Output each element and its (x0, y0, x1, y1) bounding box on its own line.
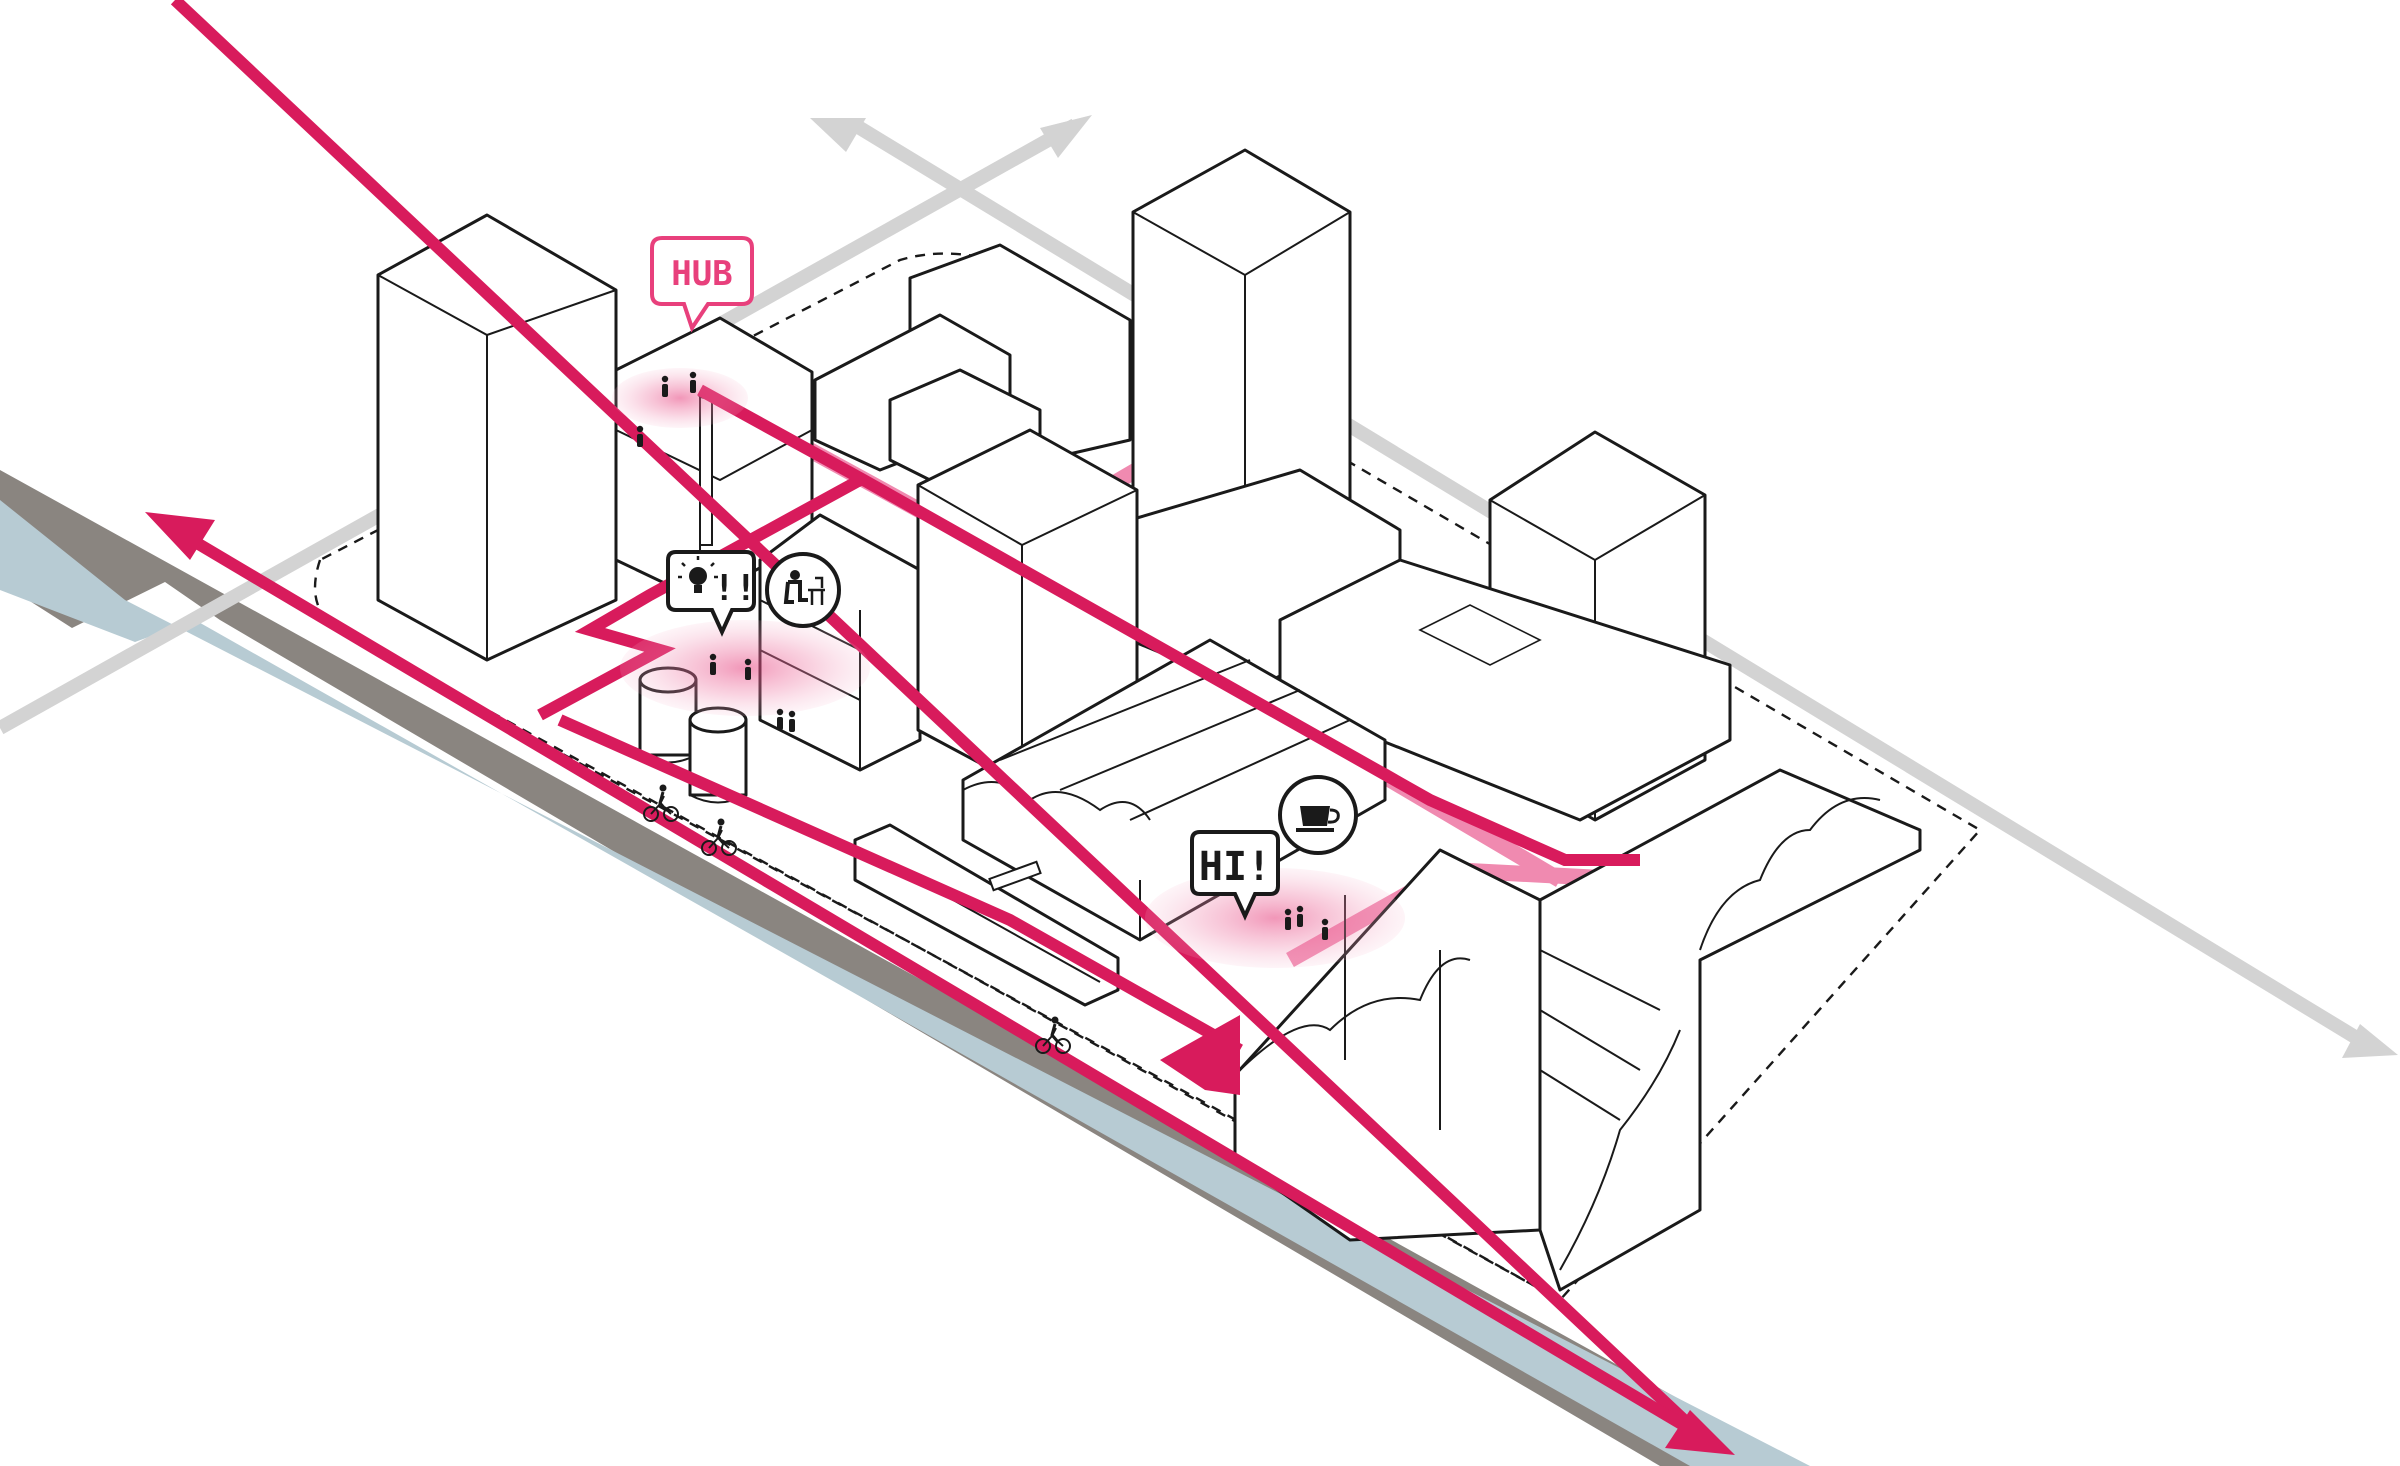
river-promenade (145, 0, 1735, 1455)
greeting-label: HI! (1199, 844, 1271, 890)
tower-left (376, 213, 618, 662)
idea-bubble: !! (666, 550, 757, 637)
speech-bubble-icon (666, 550, 756, 637)
greeting-bubble: HI! (1190, 830, 1280, 921)
coffee-cup-icon (1278, 775, 1358, 855)
hub-bubble: HUB (650, 236, 754, 333)
speech-bubble-icon (650, 236, 754, 333)
speech-bubble-icon (1190, 830, 1280, 921)
lightbulb-icon (678, 556, 718, 593)
buildings (376, 148, 1922, 1292)
person-at-desk-icon (765, 552, 841, 628)
hub-label: HUB (671, 254, 732, 294)
idea-label: !! (713, 568, 756, 609)
